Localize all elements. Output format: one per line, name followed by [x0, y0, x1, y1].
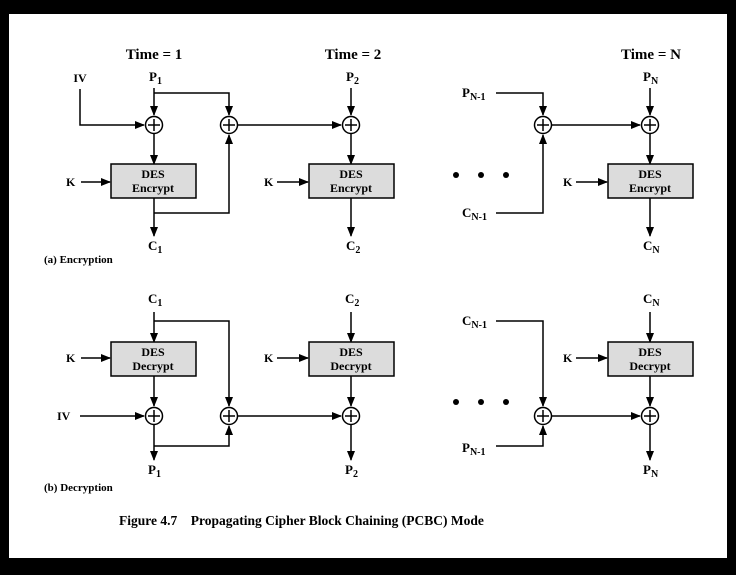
dec-boxn-line2: Decrypt	[629, 359, 670, 373]
enc-p1-branch	[154, 92, 233, 116]
encryption-labels: IV P1 P2 PN-1 PN K K K C1 C2 CN-1 CN (a)…	[44, 69, 660, 266]
des-decrypt-box-1	[110, 341, 197, 377]
xor-icon	[144, 115, 164, 135]
des-encrypt-box-2	[308, 163, 395, 199]
dec-c1-branch	[154, 320, 233, 407]
dec-pn1-label: PN-1	[462, 440, 486, 458]
enc-ellipsis	[453, 172, 509, 178]
enc-k2-label: K	[264, 175, 274, 189]
dec-cn1-line	[496, 320, 547, 407]
decryption-section	[80, 312, 654, 461]
encryption-box-labels: DES Encrypt DES Encrypt DES Encrypt	[132, 167, 671, 195]
dec-p2-label: P2	[345, 462, 358, 480]
dec-iv-label: IV	[57, 409, 71, 423]
enc-cn1-line	[496, 134, 547, 214]
xor-icon	[533, 406, 553, 426]
des-decrypt-box-2	[308, 341, 395, 377]
dec-box2-line2: Decrypt	[330, 359, 371, 373]
enc-c1-label: C1	[148, 238, 162, 256]
dec-kn-label: K	[563, 351, 573, 365]
enc-iv-label: IV	[73, 71, 87, 85]
dec-boxn-line1: DES	[638, 345, 662, 359]
encryption-section-label: (a) Encryption	[44, 254, 113, 266]
xor-icon	[144, 406, 164, 426]
dec-pn1-line	[496, 425, 547, 447]
time-1-label: Time = 1	[126, 47, 183, 63]
encryption-section	[79, 88, 654, 237]
dec-cn-label: CN	[643, 291, 660, 309]
xor-icon	[341, 115, 361, 135]
enc-boxn-line1: DES	[638, 167, 662, 181]
des-decrypt-box-n	[607, 341, 694, 377]
dec-ellipsis	[453, 399, 509, 405]
enc-p1-label: P1	[149, 69, 162, 87]
encryption-xors	[144, 115, 660, 135]
enc-pn1-label: PN-1	[462, 85, 486, 103]
decryption-box-labels: DES Decrypt DES Decrypt DES Decrypt	[132, 345, 670, 373]
enc-box2-line2: Encrypt	[330, 181, 372, 195]
des-encrypt-box-1	[110, 163, 197, 199]
time-n-label: Time = N	[621, 47, 681, 63]
enc-kn-label: K	[563, 175, 573, 189]
decryption-xors	[144, 406, 660, 426]
dec-k1-label: K	[66, 351, 76, 365]
enc-iv-line	[79, 89, 145, 129]
enc-c2-label: C2	[346, 238, 360, 256]
dec-p1-label: P1	[148, 462, 161, 480]
dec-c1-label: C1	[148, 291, 162, 309]
enc-pn1-line	[496, 92, 547, 116]
dec-box2-line1: DES	[339, 345, 363, 359]
time-2-label: Time = 2	[325, 47, 382, 63]
enc-pn-label: PN	[643, 69, 659, 87]
enc-p2-label: P2	[346, 69, 359, 87]
xor-icon	[640, 115, 660, 135]
xor-icon	[219, 115, 239, 135]
enc-k1-label: K	[66, 175, 76, 189]
enc-cn1-label: CN-1	[462, 205, 487, 223]
enc-cn-label: CN	[643, 238, 660, 256]
xor-icon	[533, 115, 553, 135]
dec-cn1-label: CN-1	[462, 313, 487, 331]
decryption-section-label: (b) Decryption	[44, 482, 113, 494]
dec-pn-label: PN	[643, 462, 659, 480]
dec-box1-line2: Decrypt	[132, 359, 173, 373]
enc-box1-line2: Encrypt	[132, 181, 174, 195]
encryption-boxes	[110, 163, 694, 199]
des-encrypt-box-n	[607, 163, 694, 199]
xor-icon	[640, 406, 660, 426]
decryption-boxes	[110, 341, 694, 377]
dec-c2-label: C2	[345, 291, 359, 309]
enc-boxn-line2: Encrypt	[629, 181, 671, 195]
xor-icon	[219, 406, 239, 426]
dec-k2-label: K	[264, 351, 274, 365]
figure-caption: Figure 4.7 Propagating Cipher Block Chai…	[119, 513, 484, 528]
enc-box2-line1: DES	[339, 167, 363, 181]
page-background	[9, 14, 727, 558]
dec-box1-line1: DES	[141, 345, 165, 359]
enc-box1-line1: DES	[141, 167, 165, 181]
xor-icon	[341, 406, 361, 426]
decryption-labels: C1 C2 CN-1 CN K K K IV P1 P2 PN-1 PN (b)…	[44, 291, 660, 494]
dec-p1-feedback	[154, 425, 233, 447]
enc-c1-feedback	[154, 134, 233, 214]
